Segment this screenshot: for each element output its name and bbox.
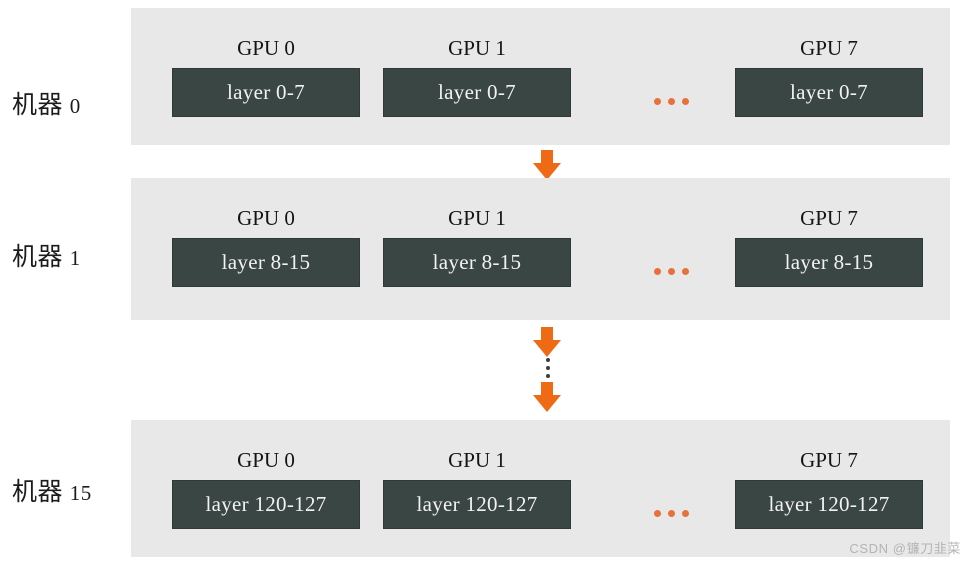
ellipsis-dot: [681, 97, 689, 105]
arrow-head: [533, 163, 561, 180]
machine-label-15-prefix: 机器: [12, 479, 64, 506]
ellipsis-dot: [681, 267, 689, 275]
gpu-title-m0-g1: GPU 1: [448, 36, 506, 60]
horizontal-ellipsis-icon-m1: [643, 263, 699, 279]
ellipsis-dot: [546, 358, 550, 362]
machine-panel-15: GPU 0 layer 120-127 GPU 1 layer 120-127 …: [131, 420, 950, 557]
ellipsis-dot: [667, 97, 675, 105]
layer-box-m15-g1[interactable]: layer 120-127: [383, 480, 571, 529]
machine-label-0-prefix: 机器: [12, 92, 64, 119]
gpu-title-m15-g7: GPU 7: [800, 448, 858, 472]
machine-label-1-index: 1: [69, 246, 81, 270]
ellipsis-dot: [653, 509, 661, 517]
layer-box-m1-g7[interactable]: layer 8-15: [735, 238, 923, 287]
gpu-title-m15-g1: GPU 1: [448, 448, 506, 472]
arrow-shaft: [541, 150, 553, 164]
machine-panel-1: GPU 0 layer 8-15 GPU 1 layer 8-15 GPU 7 …: [131, 178, 950, 320]
machine-label-0-index: 0: [69, 94, 81, 118]
gpu-title-m0-g7: GPU 7: [800, 36, 858, 60]
machine-panel-0: GPU 0 layer 0-7 GPU 1 layer 0-7 GPU 7 la…: [131, 8, 950, 145]
horizontal-ellipsis-icon-m0: [643, 93, 699, 109]
ellipsis-dot: [681, 509, 689, 517]
machine-label-15-index: 15: [69, 481, 92, 505]
gpu-title-m15-g0: GPU 0: [237, 448, 295, 472]
arrow-head: [533, 340, 561, 357]
gpu-title-m1-g0: GPU 0: [237, 206, 295, 230]
machine-label-0: 机器 0: [12, 85, 124, 121]
arrow-head: [533, 395, 561, 412]
watermark-text: CSDN @镰刀韭菜: [849, 541, 961, 556]
layer-box-m15-g0[interactable]: layer 120-127: [172, 480, 360, 529]
machine-label-1: 机器 1: [12, 237, 124, 273]
horizontal-ellipsis-icon-m15: [643, 505, 699, 521]
layer-box-m0-g0[interactable]: layer 0-7: [172, 68, 360, 117]
down-arrow-icon-machine1-to-skipped: [533, 327, 561, 357]
layer-box-m1-g0[interactable]: layer 8-15: [172, 238, 360, 287]
ellipsis-dot: [653, 267, 661, 275]
layer-box-m15-g7[interactable]: layer 120-127: [735, 480, 923, 529]
layer-box-m0-g1[interactable]: layer 0-7: [383, 68, 571, 117]
ellipsis-dot: [653, 97, 661, 105]
arrow-shaft: [541, 382, 553, 396]
layer-box-m1-g1[interactable]: layer 8-15: [383, 238, 571, 287]
down-arrow-icon-skipped-to-machine15: [533, 382, 561, 412]
machine-label-15: 机器 15: [12, 472, 124, 508]
layer-box-m0-g7[interactable]: layer 0-7: [735, 68, 923, 117]
vertical-ellipsis-icon-skipped-machines: [543, 358, 553, 378]
ellipsis-dot: [667, 267, 675, 275]
ellipsis-dot: [546, 374, 550, 378]
gpu-title-m1-g7: GPU 7: [800, 206, 858, 230]
machine-label-1-prefix: 机器: [12, 244, 64, 271]
gpu-title-m0-g0: GPU 0: [237, 36, 295, 60]
gpu-title-m1-g1: GPU 1: [448, 206, 506, 230]
down-arrow-icon-machine0-to-machine1: [533, 150, 561, 180]
ellipsis-dot: [667, 509, 675, 517]
arrow-shaft: [541, 327, 553, 341]
ellipsis-dot: [546, 366, 550, 370]
